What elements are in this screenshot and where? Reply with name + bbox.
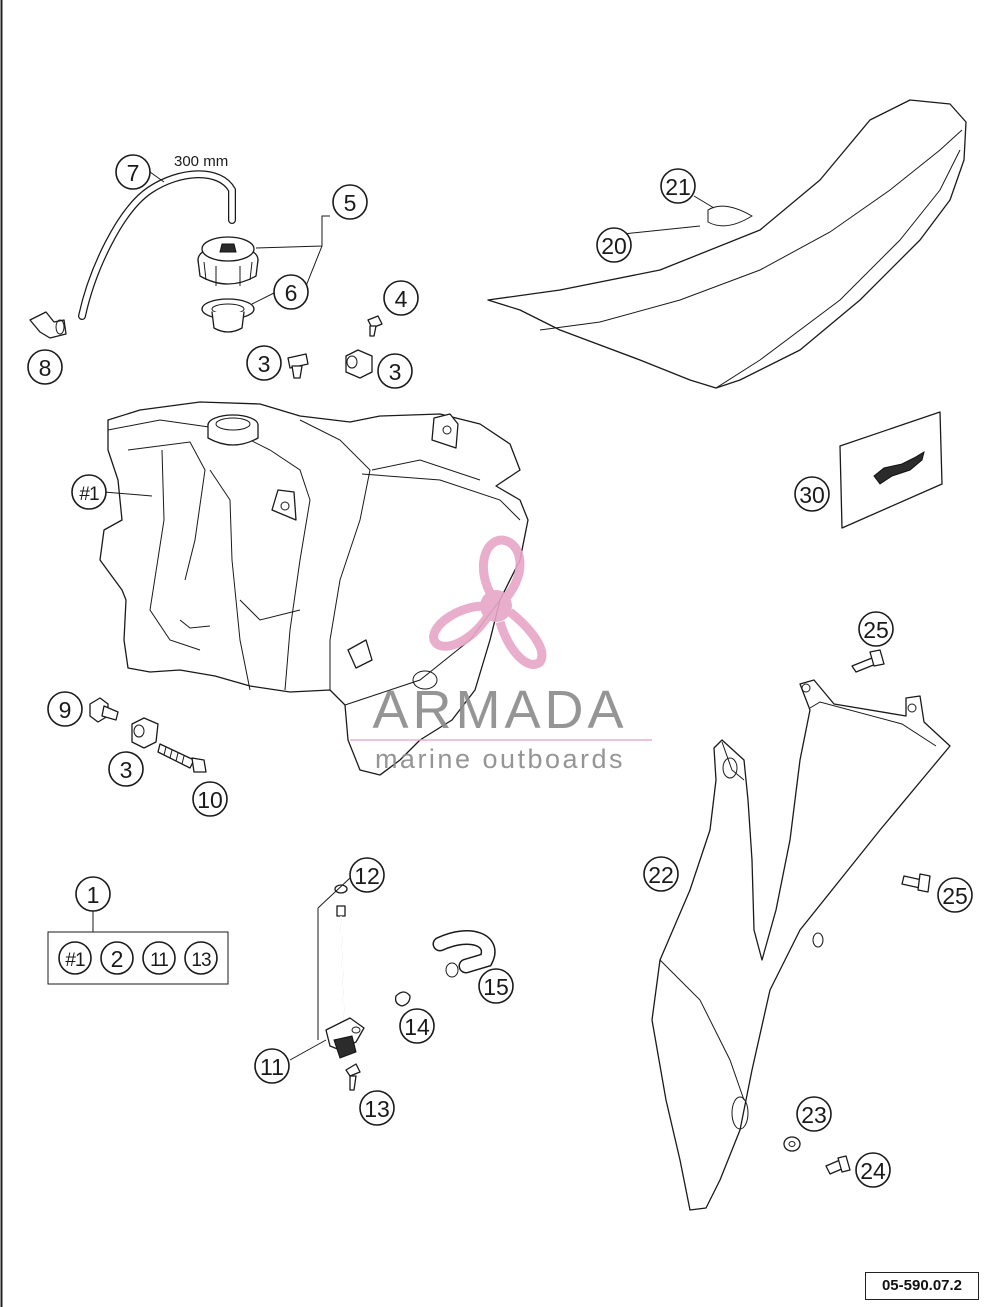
side-panel [651,679,951,1211]
callout-9: 9 [47,691,83,727]
svg-text:13: 13 [364,1096,390,1122]
fuel-hose-15 [432,930,496,978]
svg-text:7: 7 [127,160,140,186]
callout-20: 20 [596,227,632,263]
washer-23 [783,1136,801,1152]
callout-22: 22 [643,856,679,892]
callout-10: 10 [192,781,228,817]
ktm-decal [839,411,943,529]
kit-item-tank: #1 [58,941,92,975]
svg-text:22: 22 [648,862,674,888]
svg-text:20: 20 [601,233,627,259]
callout-30: 30 [794,476,830,512]
callout-14: 14 [399,1008,435,1044]
callout-11: 11 [254,1048,290,1084]
bushing-3-top [345,349,373,379]
callout-7: 7 [115,154,151,190]
diagram-reference-code: 05-590.07.2 [865,1272,979,1300]
svg-text:4: 4 [395,286,408,312]
callout-23: 23 [796,1096,832,1132]
svg-text:11: 11 [150,950,168,971]
screw-24 [825,1155,851,1175]
screw-25-top [851,649,885,673]
callout-12: 12 [349,857,385,893]
svg-text:15: 15 [483,974,509,1000]
svg-text:30: 30 [799,482,825,508]
callout-1: 1 [75,876,111,912]
svg-text:13: 13 [191,950,211,971]
svg-text:25: 25 [942,883,968,909]
watermark-brand: ARMADA [372,680,627,740]
svg-text:14: 14 [404,1014,430,1040]
fuel-tap [325,884,365,1059]
callout-4: 4 [383,280,419,316]
seat [487,99,967,389]
screw-4 [367,315,383,337]
screw-13 [345,1063,361,1091]
fuel-cap [197,236,259,286]
callout-3-top: 33 [377,353,413,389]
svg-text:8: 8 [39,355,52,381]
svg-text:1: 1 [87,882,100,908]
bushing-3-bottom [131,717,159,749]
o-ring-12 [334,884,348,894]
callout-25-top: 25 [858,611,894,647]
hose-clip-14 [394,991,411,1007]
callout-13: 13 [359,1090,395,1126]
svg-text:25: 25 [863,617,889,643]
svg-text:11: 11 [260,1054,284,1080]
svg-text:9: 9 [59,697,72,723]
svg-text:23: 23 [801,1102,827,1128]
hose-fitting [29,311,67,339]
kit-item-11: 11 [142,941,176,975]
svg-text:24: 24 [860,1158,886,1184]
callout-21: 21 [660,168,696,204]
hose-length-label: 300 mm [174,153,228,170]
svg-text:10: 10 [197,787,223,813]
callout-5: 5 [332,184,368,220]
cap-seal [201,298,255,333]
callout-8: 8 [27,349,63,385]
svg-text:#1: #1 [65,950,85,971]
screw-25-side [901,873,931,893]
svg-text:3: 3 [258,351,271,377]
svg-text:21: 21 [665,174,691,200]
callout-24: 24 [855,1152,891,1188]
bolt-10 [157,743,207,773]
callout-15: 15 [478,968,514,1004]
svg-text:6: 6 [285,280,298,306]
callout-6: 6 [273,274,309,310]
kit-item-2: 2 [100,941,134,975]
svg-text:2: 2 [111,946,124,972]
callout-25-side: 25 [937,877,973,913]
propeller-icon [429,535,547,669]
bolt-9 [89,697,119,723]
vent-hose [78,170,236,320]
callout-tank: #1 [71,474,107,510]
callout-bubbles: 7 5 6 4 8 3 33 21 20 #1 30 25 9 43 10 1 … [27,154,973,1188]
watermark-tagline: marine outboards [375,744,625,774]
svg-text:#1: #1 [79,484,99,505]
callout-2: 3 [246,345,282,381]
svg-text:5: 5 [344,190,357,216]
kit-item-13: 13 [184,941,218,975]
screw-2 [287,353,309,379]
svg-text:12: 12 [354,863,380,889]
svg-text:3: 3 [120,757,133,783]
svg-text:3: 3 [389,359,402,385]
callout-3-bottom: 43 [108,751,144,787]
watermark-logo: ARMADA marine outboards [350,535,652,774]
